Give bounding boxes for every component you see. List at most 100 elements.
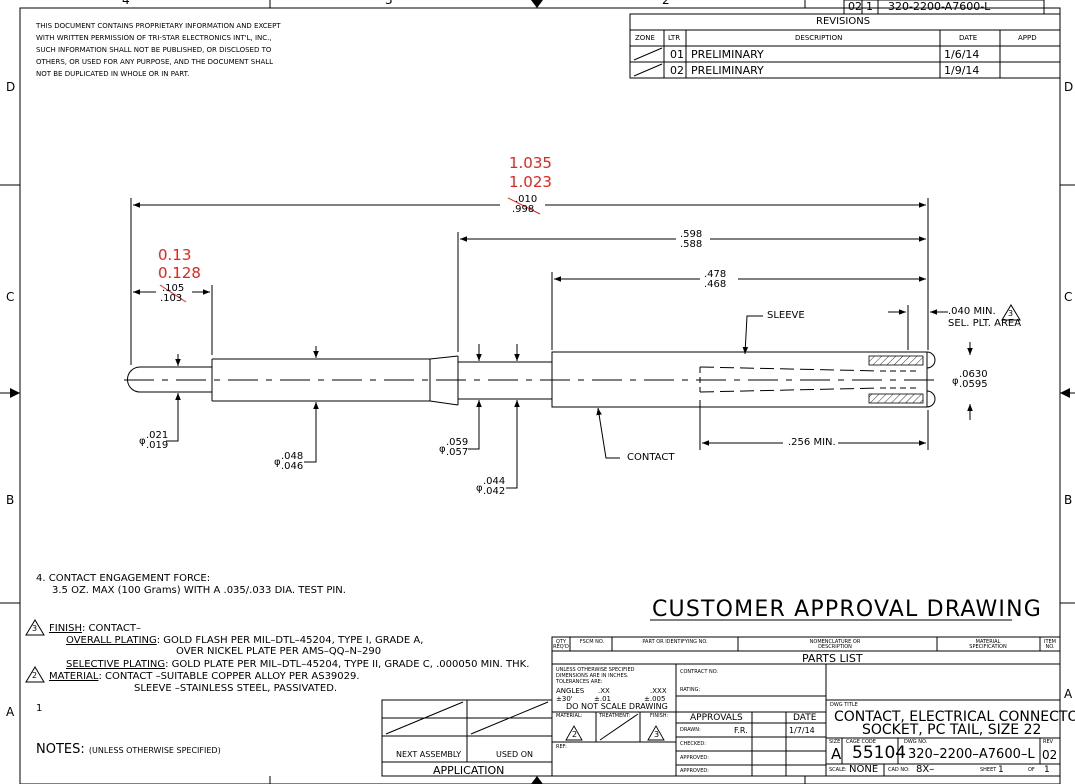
dwg-title-line-1: CONTACT, ELECTRICAL CONNECTOR [834, 709, 1075, 725]
red-overall-lower: 1.023 [509, 173, 552, 191]
diameter-symbol: φ [439, 444, 446, 455]
rev-date: 1/9/14 [944, 64, 980, 77]
parts-header-material: MATERIAL SPECIFICATION [969, 639, 1007, 650]
material-flag: 2 [572, 730, 578, 739]
dwg-title-line-2: SOCKET, PC TAIL, SIZE 22 [862, 722, 1042, 738]
contract-no-label: CONTRACT NO. [680, 669, 719, 675]
selective-plating-label: SELECTIVE PLATING [66, 659, 166, 670]
dim-dia-048-upper: .048 [281, 451, 304, 462]
diameter-symbol: φ [139, 436, 146, 447]
diameter-symbol: φ [952, 376, 959, 387]
corner-sheet: 1 [866, 0, 873, 13]
sheet-label: SHEET [980, 767, 997, 773]
ref-label: REF: [556, 744, 567, 750]
rev-header-zone: ZONE [635, 34, 655, 42]
rev-ltr: 02 [670, 64, 684, 77]
rev-desc: PRELIMINARY [691, 48, 764, 61]
cad-no-label: CAD NO: [888, 767, 910, 773]
approvals-header: APPROVALS [690, 713, 743, 723]
red-tail-upper: 0.13 [158, 246, 192, 264]
scale-value: NONE [849, 764, 879, 775]
xxx-value: ±.005 [644, 695, 666, 703]
red-overall-upper: 1.035 [509, 154, 552, 172]
tolerance-note: DIMENSIONS ARE IN INCHES. [556, 673, 629, 679]
row-label-d: D [6, 80, 16, 94]
row-label-c: C [6, 290, 15, 304]
proprietary-notice-line: OTHERS, OR USED FOR ANY PURPOSE, AND THE… [36, 58, 274, 66]
tolerance-note: TOLERANCES ARE: [556, 679, 603, 685]
sheet-value: 1 [998, 765, 1004, 775]
dim-dia-044-upper: .044 [483, 476, 506, 487]
drawn-by: F.R. [734, 726, 748, 735]
parts-header-fscm: FSCM NO. [579, 639, 605, 645]
angles-label: ANGLES [556, 687, 585, 695]
dim-dia-0630-upper: .0630 [959, 369, 988, 380]
parts-header-item: ITEM NO. [1043, 639, 1056, 650]
proprietary-notice-line: NOT BE DUPLICATED IN WHOLE OR IN PART. [36, 70, 190, 78]
rating-label: RATING: [680, 687, 701, 693]
cage-code-value: 55104 [852, 743, 907, 763]
date-header: DATE [793, 713, 817, 723]
scale-label: SCALE: [829, 767, 847, 773]
row-label-d-right: D [1064, 80, 1074, 94]
red-tail-lower: 0.128 [158, 264, 201, 282]
zone-label-4: 4 [122, 0, 130, 7]
angles-value: ±30' [556, 695, 573, 703]
revisions-title: REVISIONS [816, 16, 871, 27]
row-label-b: B [6, 493, 15, 507]
xx-value: ±.01 [594, 695, 611, 703]
selective-plating-text: : GOLD PLATE PER MIL–DTL–45204, TYPE II,… [165, 659, 530, 670]
dim-dia-0595-lower: .0595 [959, 379, 988, 390]
rev-ltr: 01 [670, 48, 684, 61]
diameter-symbol: φ [274, 457, 281, 468]
material-text: : CONTACT –SUITABLE COPPER ALLOY PER AS3… [98, 671, 360, 682]
used-on-label: USED ON [496, 750, 533, 759]
dim-overall-upper: .010 [515, 194, 538, 205]
zone-label-3: 3 [385, 0, 393, 7]
application-title: APPLICATION [433, 764, 505, 777]
drawn-date: 1/7/14 [789, 726, 815, 735]
dim-105-lower: .103 [160, 293, 183, 304]
size-label: SIZE [829, 739, 841, 745]
diameter-symbol: φ [476, 483, 483, 494]
note-flag-2: 2 [32, 671, 38, 680]
material-header: MATERIAL: [556, 713, 583, 719]
row-label-c-right: C [1064, 290, 1073, 304]
note-flag-3: 3 [1008, 309, 1014, 318]
finish-text: : CONTACT– [82, 623, 141, 634]
size-value: A [831, 745, 842, 763]
corner-rev: 02 [848, 0, 862, 13]
dim-478-upper: .478 [704, 269, 727, 280]
xx-label: .XX [598, 687, 610, 695]
dim-598-lower: .588 [680, 239, 703, 250]
corner-dwg-no: 320-2200-A7600-L [888, 0, 991, 13]
callout-contact: CONTACT [627, 452, 675, 463]
note-4-heading: 4. CONTACT ENGAGEMENT FORCE: [36, 573, 211, 584]
dwg-no-label: DWG NO. [904, 739, 928, 745]
overall-plating-text: : GOLD FLASH PER MIL–DTL–45204, TYPE I, … [156, 635, 424, 646]
rev-header-ltr: LTR [668, 34, 681, 42]
dim-dia-021-lower: .019 [146, 440, 169, 451]
row-label-a: A [6, 705, 15, 719]
dim-overall-lower: .998 [512, 204, 535, 215]
dim-dia-059-upper: .059 [446, 437, 469, 448]
material-label: MATERIAL [49, 671, 99, 682]
cage-code-label: CAGE CODE [846, 739, 876, 745]
proprietary-notice-line: SUCH INFORMATION SHALL NOT BE PUBLISHED,… [36, 46, 272, 54]
dwg-no-value: 320–2200–A7600–L [908, 747, 1035, 762]
cad-no-value: 8X– [916, 764, 935, 775]
xxx-label: .XXX [650, 687, 667, 695]
dim-040-min: .040 MIN. [948, 306, 996, 317]
rev-value: 02 [1042, 748, 1058, 762]
drawn-label: DRAWN: [680, 727, 701, 733]
note-flag-3: 3 [32, 624, 38, 633]
dim-dia-059-lower: .057 [446, 447, 469, 458]
treatment-header: TREATMENT: [599, 713, 631, 719]
zone-label-2: 2 [662, 0, 670, 7]
rev-label: REV [1043, 739, 1054, 745]
dwg-title-label: DWG TITLE [830, 702, 858, 708]
approved-label: APPROVED: [680, 755, 709, 761]
note-4-text: 3.5 OZ. MAX (100 Grams) WITH A .035/.033… [52, 585, 346, 596]
